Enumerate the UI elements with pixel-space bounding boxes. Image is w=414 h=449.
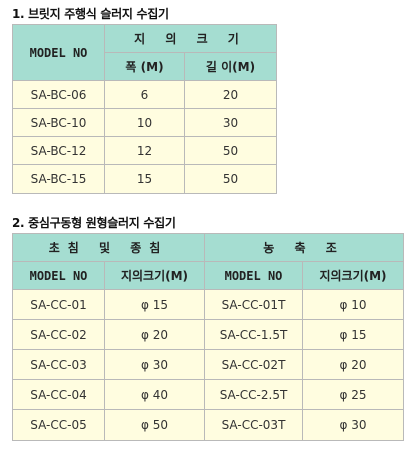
model-cell: SA-CC-01T (205, 290, 303, 320)
model-cell: SA-CC-02T (205, 350, 303, 380)
length-cell: 50 (185, 165, 277, 193)
section2-title: 2. 중심구동형 원형슬러지 수집기 (12, 216, 176, 230)
table-row: SA-CC-03 φ 30 SA-CC-02T φ 20 (13, 350, 404, 380)
size-cell: φ 40 (105, 380, 205, 410)
table-row: SA-CC-01 φ 15 SA-CC-01T φ 10 (13, 290, 404, 320)
circular-collector-table: 초침 및 종침 농 축 조 MODEL NO 지의크기(M) MODEL NO … (12, 233, 405, 441)
model-cell: SA-CC-02 (13, 320, 105, 350)
size-cell: φ 20 (105, 320, 205, 350)
table-row: SA-BC-15 15 50 (13, 165, 277, 193)
header-tank-size: 지의크기(M) (105, 262, 205, 290)
size-cell: φ 15 (303, 320, 404, 350)
length-cell: 20 (185, 81, 277, 109)
header-model-no: MODEL NO (205, 262, 303, 290)
size-cell: φ 25 (303, 380, 404, 410)
model-cell: SA-BC-15 (13, 165, 105, 193)
header-tank-size: 지 의 크 기 (105, 25, 277, 53)
width-cell: 10 (105, 109, 185, 137)
model-cell: SA-CC-2.5T (205, 380, 303, 410)
header-model-no: MODEL NO (13, 25, 105, 81)
table-row: SA-BC-10 10 30 (13, 109, 277, 137)
table-row: SA-CC-04 φ 40 SA-CC-2.5T φ 25 (13, 380, 404, 410)
width-cell: 12 (105, 137, 185, 165)
bridge-collector-table: MODEL NO 지 의 크 기 폭 (M) 길 이(M) SA-BC-06 6… (12, 24, 278, 194)
size-cell: φ 10 (303, 290, 404, 320)
group-thickener: 농 축 조 (205, 234, 404, 262)
header-tank-size: 지의크기(M) (303, 262, 404, 290)
model-cell: SA-CC-1.5T (205, 320, 303, 350)
group-primary-final: 초침 및 종침 (13, 234, 205, 262)
model-cell: SA-CC-03T (205, 410, 303, 440)
header-model-no: MODEL NO (13, 262, 105, 290)
width-cell: 6 (105, 81, 185, 109)
size-cell: φ 30 (105, 350, 205, 380)
header-width: 폭 (M) (105, 53, 185, 81)
table-row: SA-CC-02 φ 20 SA-CC-1.5T φ 15 (13, 320, 404, 350)
size-cell: φ 50 (105, 410, 205, 440)
length-cell: 30 (185, 109, 277, 137)
table-row: SA-CC-05 φ 50 SA-CC-03T φ 30 (13, 410, 404, 440)
size-cell: φ 15 (105, 290, 205, 320)
table-row: SA-BC-06 6 20 (13, 81, 277, 109)
model-cell: SA-BC-10 (13, 109, 105, 137)
header-length: 길 이(M) (185, 53, 277, 81)
width-cell: 15 (105, 165, 185, 193)
model-cell: SA-BC-06 (13, 81, 105, 109)
model-cell: SA-CC-01 (13, 290, 105, 320)
model-cell: SA-BC-12 (13, 137, 105, 165)
table-row: SA-BC-12 12 50 (13, 137, 277, 165)
length-cell: 50 (185, 137, 277, 165)
model-cell: SA-CC-05 (13, 410, 105, 440)
model-cell: SA-CC-04 (13, 380, 105, 410)
section1-title: 1. 브릿지 주행식 슬러지 수집기 (12, 7, 169, 21)
size-cell: φ 30 (303, 410, 404, 440)
model-cell: SA-CC-03 (13, 350, 105, 380)
size-cell: φ 20 (303, 350, 404, 380)
